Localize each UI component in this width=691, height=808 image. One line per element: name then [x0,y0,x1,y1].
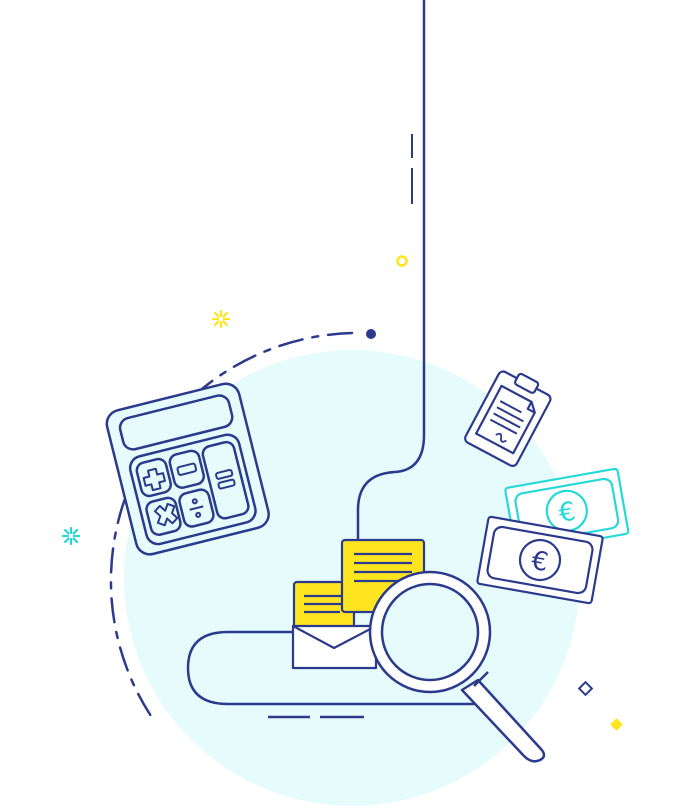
euro-symbol-back: € [556,497,578,529]
euro-symbol-front: € [529,546,551,578]
clipboard-document-icon [464,370,552,467]
small-ring [396,255,408,267]
magnifying-glass-icon [368,570,546,763]
orbit-dot [366,329,376,339]
sparkle-icon [61,526,81,546]
sparkle-icon [211,309,231,329]
winding-line [356,0,426,545]
calculator-icon [105,382,270,556]
diamond-filled [610,718,623,731]
euro-banknote-icon: € [476,515,604,605]
diamond-outline [577,680,594,697]
